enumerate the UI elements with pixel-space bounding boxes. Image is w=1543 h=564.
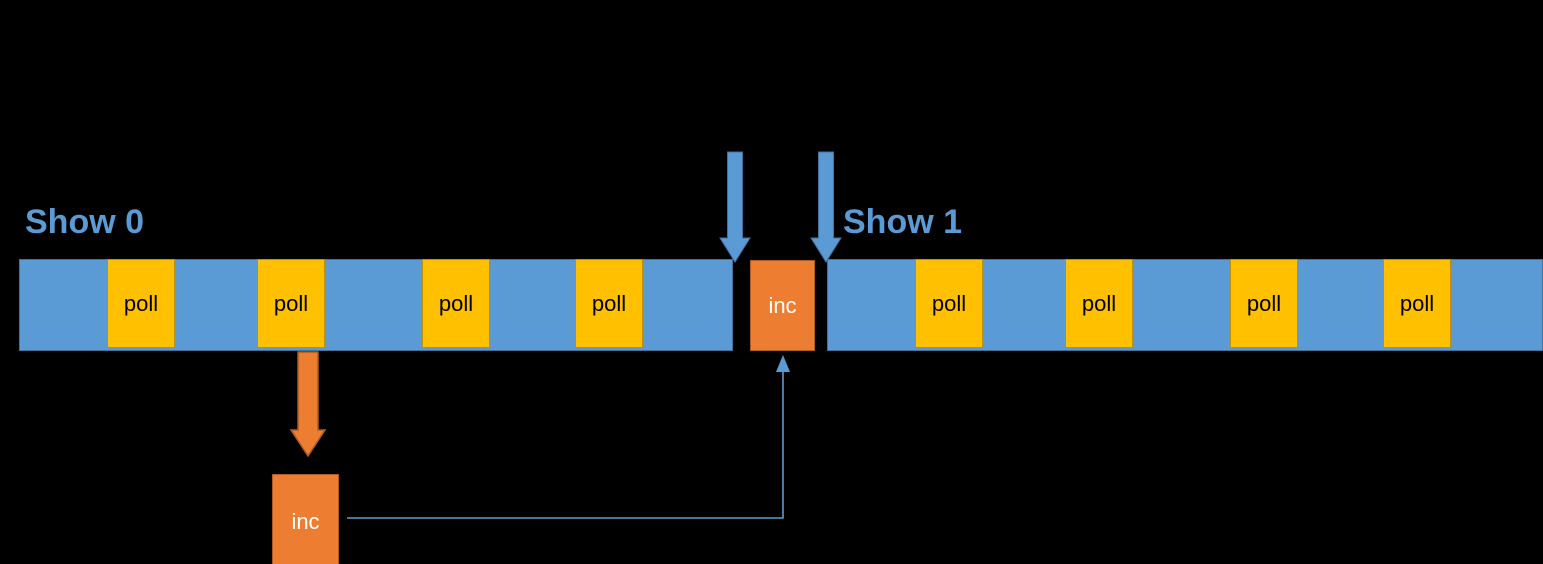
slot-poll-0-1[interactable]: poll	[107, 259, 175, 348]
slot-poll-1-1[interactable]: poll	[915, 259, 983, 348]
slot-poll-0-3[interactable]: poll	[422, 259, 490, 348]
show-0-label: Show 0	[25, 203, 145, 241]
poll-to-inc-arrow	[289, 351, 327, 458]
slot-poll-1-4[interactable]: poll	[1383, 259, 1451, 348]
inc-return-connector	[347, 355, 790, 519]
slot-poll-0-4[interactable]: poll	[575, 259, 643, 348]
show-1-label: Show 1	[843, 203, 963, 241]
slot-poll-1-3[interactable]: poll	[1230, 259, 1298, 348]
inc-block-timeline[interactable]: inc	[750, 260, 815, 351]
slot-poll-0-2[interactable]: poll	[257, 259, 325, 348]
slot-poll-1-2[interactable]: poll	[1065, 259, 1133, 348]
inc-block-detached[interactable]: inc	[272, 474, 339, 564]
frame-boundary-arrow-2	[810, 151, 842, 263]
frame-boundary-arrow-1	[719, 151, 751, 263]
